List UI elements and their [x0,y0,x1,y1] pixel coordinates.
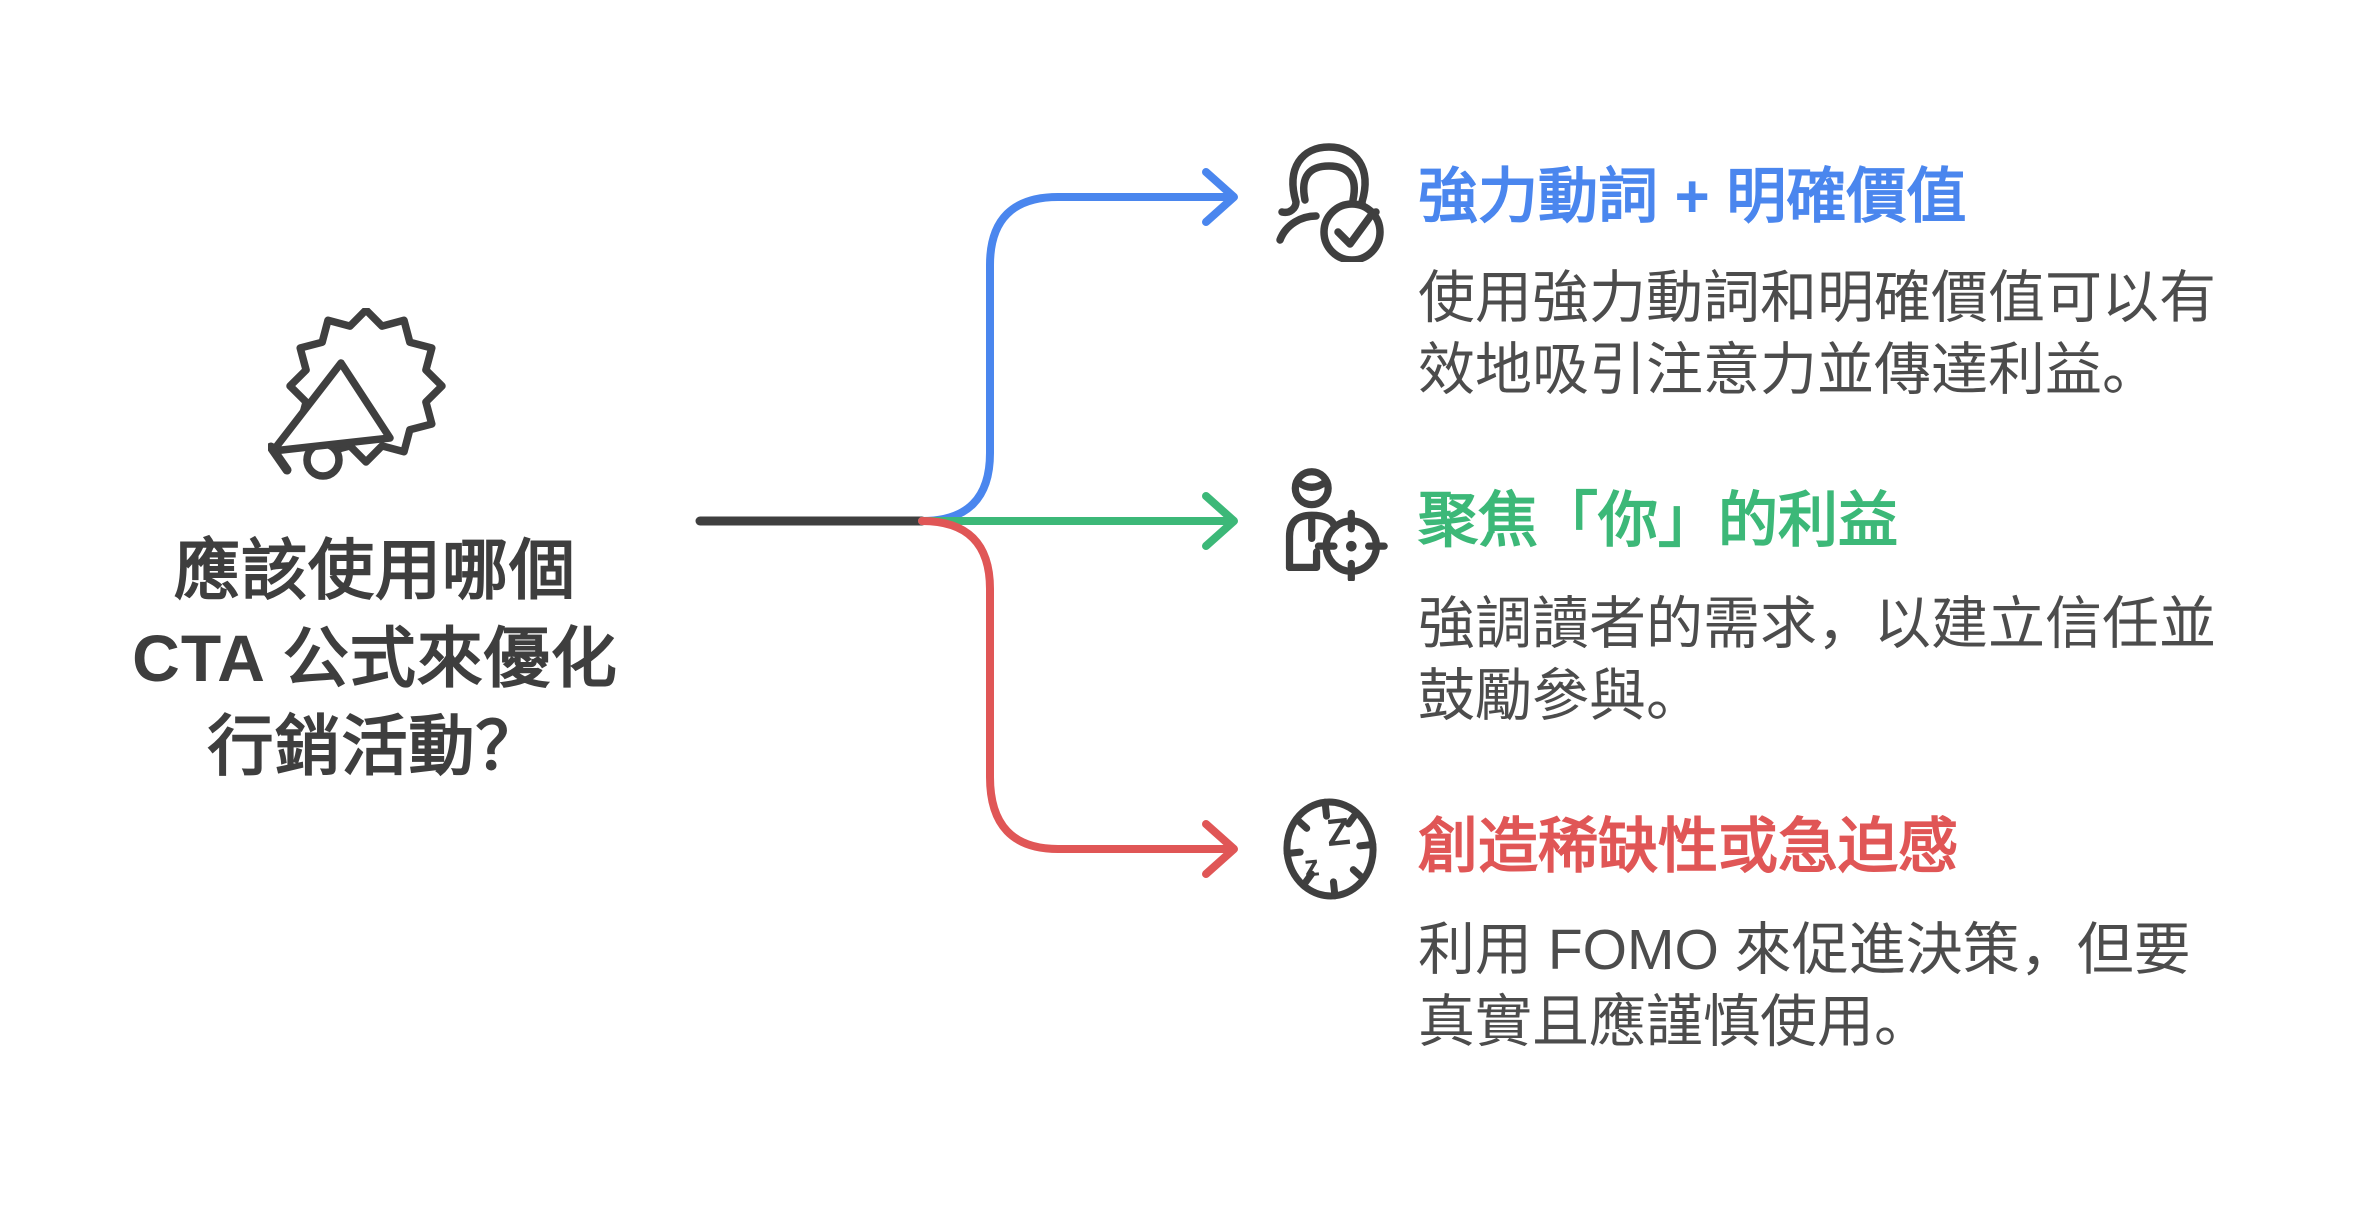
desc-line: 使用強力動詞和明確價值可以有 [1418,266,2216,330]
branch-desc-power-verb: 使用強力動詞和明確價值可以有 效地吸引注意力並傳達利益。 [1418,262,2216,406]
clock-tick [1349,866,1367,883]
person-head [1291,468,1332,509]
branch-title-power-verb: 強力動詞 + 明確價值 [1418,163,1967,230]
person-torso-bottom [1285,548,1321,572]
root-title-line: 行銷活動？ [207,709,543,783]
branch-line-red [918,517,1238,878]
clock-tick [1356,841,1377,850]
snooze-z-small: z [1303,849,1321,883]
user-face [1300,162,1358,204]
branch-desc-focus-you: 強調讀者的需求，以建立信任並 鼓勵參與。 [1418,588,2216,732]
user-shoulder [1276,212,1320,244]
branch-line-blue [918,168,1238,525]
root-title-line: CTA 公式來優化 [132,621,618,695]
snooze-z-large: Z [1325,811,1352,855]
root-title-line: 應該使用哪個 [174,533,576,607]
clock-tick [1300,870,1316,889]
clock-tick [1283,848,1304,857]
megaphone-cone [269,359,394,455]
branch-line-green [918,492,1238,550]
burst-shape [286,308,446,466]
person-hair-line [1293,477,1330,491]
clock-tick [1344,809,1360,828]
clock-tick [1329,878,1339,900]
clock-tick [1293,815,1311,832]
target-center-dot [1346,540,1357,552]
megaphone-mouth-rim [268,442,292,475]
branch-desc-scarcity: 利用 FOMO 來促進決策，但要 真實且應謹慎使用。 [1418,914,2191,1058]
desc-line: 鼓勵參與。 [1418,664,1703,728]
root-question-title: 應該使用哪個 CTA 公式來優化 行銷活動？ [72,526,678,790]
check-mark [1334,210,1376,248]
desc-line: 強調讀者的需求，以建立信任並 [1418,592,2216,656]
user-check-icon [1276,143,1384,262]
snooze-clock-icon: z Z [1283,798,1377,900]
person-torso [1285,511,1338,572]
megaphone-burst-icon [268,308,446,480]
branch-title-focus-you: 聚焦「你」的利益 [1418,487,1898,554]
desc-line: 真實且應謹慎使用。 [1418,990,1931,1054]
clock-tick [1321,798,1331,820]
desc-line: 利用 FOMO 來促進決策，但要 [1418,918,2191,982]
desc-line: 效地吸引注意力並傳達利益。 [1418,338,2159,402]
person-target-icon [1285,468,1388,581]
branch-title-scarcity: 創造稀缺性或急迫感 [1418,813,1958,880]
